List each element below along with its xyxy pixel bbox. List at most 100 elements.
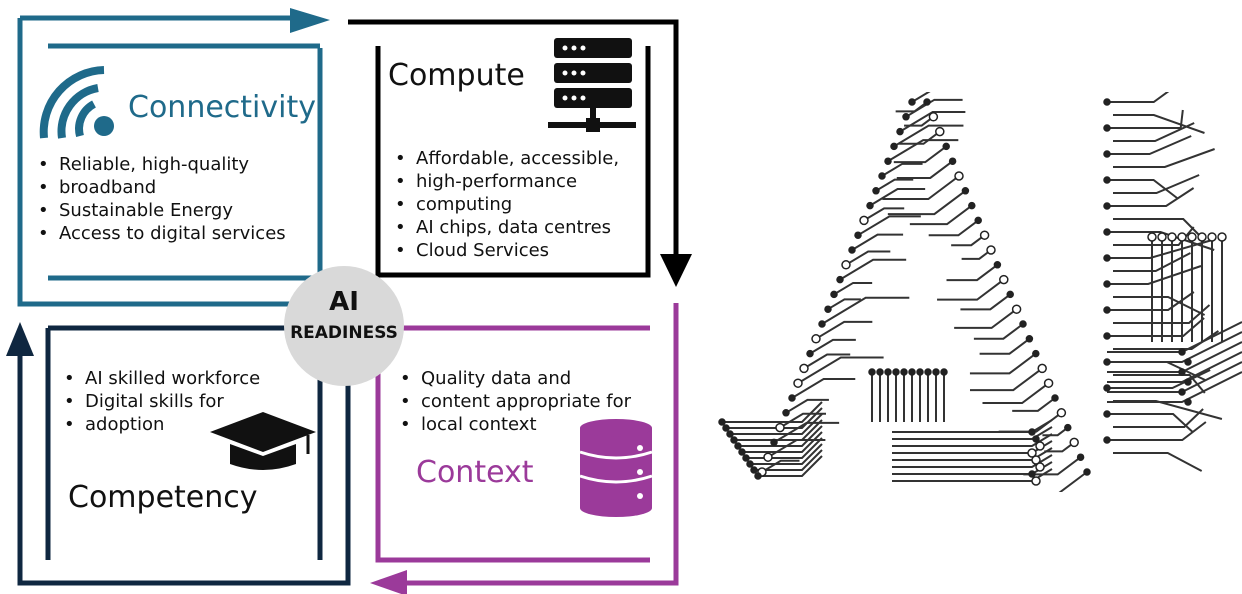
- circuit-node: [734, 442, 742, 450]
- circuit-node: [1217, 232, 1227, 242]
- circuit-node: [954, 171, 964, 181]
- circuit-node: [854, 231, 862, 239]
- circuit-node: [923, 98, 931, 106]
- circuit-node: [770, 438, 778, 447]
- circuit-node: [1027, 448, 1037, 458]
- circuit-node: [836, 275, 844, 284]
- circuit-node: [859, 215, 869, 226]
- circuit-node: [1037, 363, 1047, 374]
- circuit-trace: [809, 338, 856, 355]
- circuit-node: [961, 187, 970, 195]
- circuit-trace: [1044, 441, 1075, 453]
- circuit-trace: [1107, 351, 1242, 383]
- circuit-trace: [1107, 331, 1242, 363]
- circuit-node: [993, 261, 1002, 269]
- circuit-trace: [969, 367, 1043, 392]
- center-subtitle: READINESS: [290, 323, 398, 343]
- circuit-node: [730, 436, 738, 444]
- circuit-trace: [893, 145, 947, 164]
- ai-readiness-badge: AI READINESS: [284, 266, 404, 386]
- circuit-node: [872, 187, 880, 195]
- circuit-node: [1103, 306, 1111, 314]
- circuit-node: [1011, 304, 1022, 314]
- circuit-node: [750, 466, 758, 474]
- circuit-node: [1076, 453, 1085, 461]
- circuit-node: [1103, 202, 1111, 210]
- circuit-node: [968, 201, 976, 210]
- circuit-trace: [887, 139, 959, 163]
- circuit-node: [940, 368, 948, 376]
- circuit-trace: [875, 178, 914, 192]
- circuit-node: [892, 368, 900, 376]
- circuit-node: [916, 368, 924, 376]
- circuit-trace: [857, 215, 921, 237]
- competency-bullets: AI skilled workforce Digital skills for …: [62, 367, 260, 436]
- circuit-trace: [1113, 174, 1200, 194]
- circuit-node: [1069, 437, 1079, 448]
- circuit-node: [718, 418, 726, 426]
- circuit-node: [722, 424, 730, 432]
- bullet: AI skilled workforce: [62, 367, 260, 390]
- circuit-trace: [863, 207, 905, 222]
- circuit-trace: [1113, 218, 1202, 238]
- circuit-node: [1028, 428, 1036, 436]
- circuit-node: [799, 363, 809, 374]
- circuit-trace: [973, 323, 1024, 340]
- circuit-trace: [845, 250, 891, 266]
- circuit-node: [824, 305, 832, 313]
- circuit-node: [884, 157, 892, 165]
- circuit-trace: [803, 353, 851, 370]
- circuit-trace: [937, 278, 1005, 301]
- center-title: AI: [329, 287, 359, 317]
- circuit-node: [866, 201, 874, 210]
- circuit-node: [830, 290, 838, 299]
- circuit-trace: [892, 433, 1053, 447]
- circuit-trace: [797, 356, 884, 385]
- circuit-node: [1157, 232, 1167, 242]
- circuit-trace: [887, 190, 966, 216]
- circuit-trace: [911, 92, 931, 103]
- circuit-trace: [722, 401, 823, 423]
- circuit-node: [738, 448, 746, 456]
- circuit-node: [1043, 378, 1054, 388]
- circuit-trace: [1107, 291, 1195, 311]
- circuit-node: [746, 460, 754, 468]
- circuit-node: [884, 368, 892, 376]
- circuit-trace: [791, 378, 856, 399]
- circuit-trace: [1113, 452, 1203, 472]
- circuit-node: [793, 378, 803, 388]
- circuit-node: [924, 368, 932, 376]
- compute-title: Compute: [388, 58, 525, 93]
- circuit-trace: [1107, 413, 1194, 433]
- circuit-trace: [998, 411, 1062, 433]
- circuit-node: [841, 260, 851, 270]
- circuit-trace: [905, 98, 963, 118]
- circuit-trace: [899, 110, 966, 133]
- wifi-signal-icon: [39, 66, 114, 139]
- circuit-node: [986, 245, 996, 255]
- bullet: AI chips, data centres: [393, 216, 619, 239]
- circuit-node: [1103, 176, 1111, 184]
- database-icon: [579, 419, 653, 517]
- connectivity-bullets: Reliable, high-quality broadband Sustain…: [36, 153, 286, 245]
- circuit-trace: [1042, 426, 1069, 437]
- competency-arrow: [6, 322, 34, 356]
- connectivity-frame: [17, 15, 323, 307]
- circuit-trace: [1107, 187, 1195, 207]
- circuit-node: [1103, 228, 1111, 236]
- circuit-node: [1031, 476, 1041, 486]
- bullet-continuation: computing: [393, 193, 619, 216]
- circuit-node: [1051, 394, 1059, 402]
- circuit-node: [1103, 410, 1111, 418]
- circuit-node: [1064, 423, 1072, 432]
- circuit-node: [1178, 348, 1186, 356]
- compute-arrow: [660, 254, 692, 287]
- circuit-node: [806, 349, 814, 358]
- circuit-node: [1177, 232, 1187, 242]
- circuit-trace: [1113, 374, 1206, 394]
- context-title: Context: [416, 455, 534, 490]
- circuit-trace: [892, 454, 1053, 468]
- circuit-node: [1035, 441, 1045, 451]
- circuit-node: [1006, 290, 1014, 299]
- circuit-trace: [1113, 296, 1206, 316]
